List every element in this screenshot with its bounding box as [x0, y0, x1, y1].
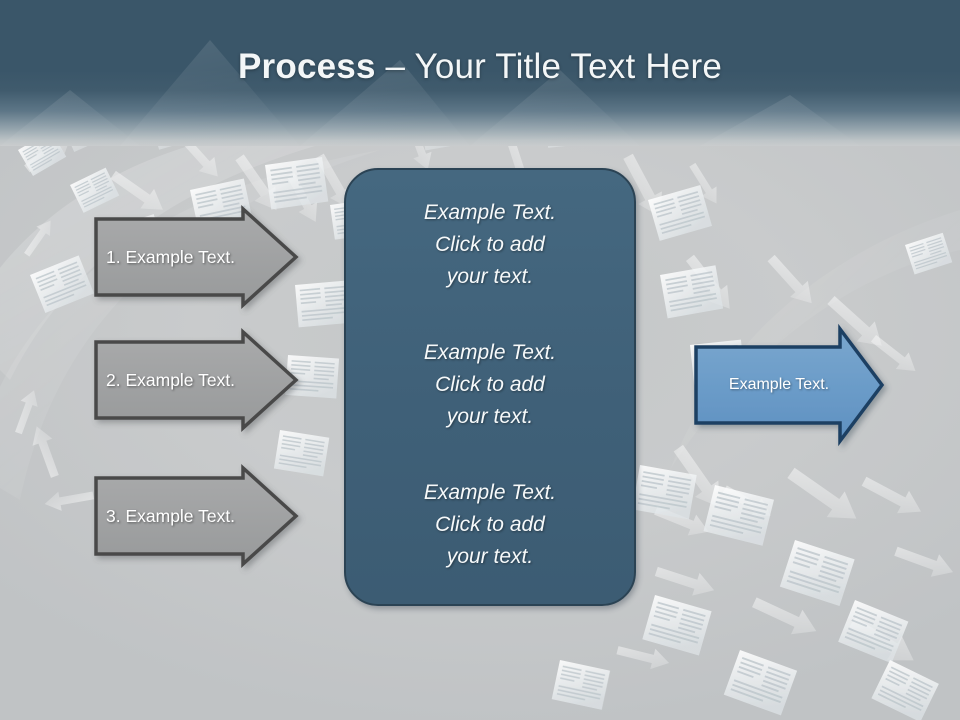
- page-title-rest: – Your Title Text Here: [375, 47, 722, 86]
- panel-text-block-2-line-1: Example Text.: [423, 341, 557, 365]
- page-title: Process – Your Title Text Here: [0, 47, 960, 87]
- result-arrow[interactable]: Example Text.: [694, 323, 885, 447]
- step-arrow-1[interactable]: 1. Example Text.: [94, 205, 299, 309]
- panel-text-block-3-line-2: Click to add: [435, 512, 545, 536]
- step-arrow-2[interactable]: 2. Example Text.: [94, 328, 299, 432]
- step-arrow-3[interactable]: 3. Example Text.: [94, 464, 299, 568]
- panel-text-block-2-line-3: your text.: [446, 404, 534, 428]
- panel-text-block-3: Example Text. Click to add your text.: [364, 477, 616, 573]
- panel-text-block-2-line-2: Click to add: [435, 373, 545, 397]
- page-title-bold: Process: [238, 47, 376, 86]
- panel-text-block-1-line-1: Example Text.: [423, 201, 557, 225]
- title-band: Process – Your Title Text Here: [0, 0, 960, 146]
- panel-text-block-3-line-3: your text.: [446, 544, 534, 568]
- panel-text-block-1-line-3: your text.: [446, 265, 534, 289]
- title-band-texture: [0, 40, 860, 146]
- content-panel[interactable]: Example Text. Click to add your text. Ex…: [344, 168, 636, 606]
- panel-text-block-2: Example Text. Click to add your text.: [364, 337, 616, 433]
- panel-text-block-3-line-1: Example Text.: [423, 480, 557, 504]
- panel-text-block-1: Example Text. Click to add your text.: [364, 197, 616, 293]
- panel-text-block-1-line-2: Click to add: [435, 233, 545, 257]
